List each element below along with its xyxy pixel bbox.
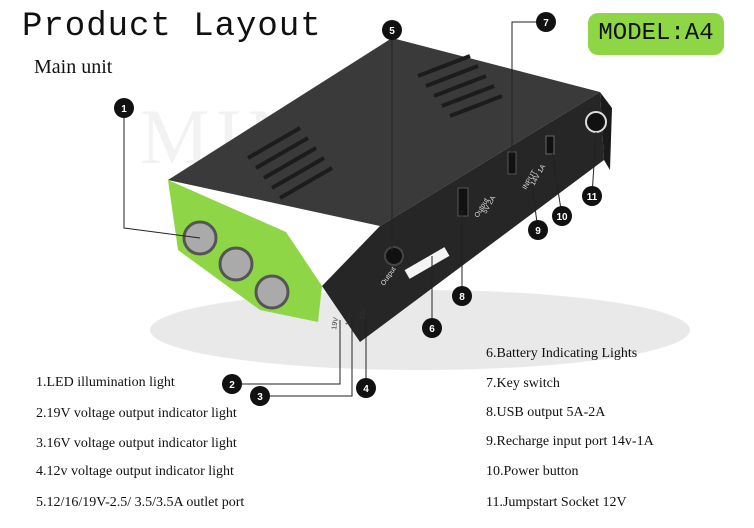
legend-item-6: 6.Battery Indicating Lights: [486, 346, 638, 361]
legend-item-9: 9.Recharge input port 14v-1A: [486, 434, 654, 449]
callout-6: 6: [422, 318, 442, 338]
svg-text:2: 2: [229, 380, 235, 391]
callout-4: 4: [356, 378, 376, 398]
led-2: [218, 246, 254, 282]
led-3: [254, 274, 290, 310]
legend-item-4: 4.12v voltage output indicator light: [36, 464, 234, 479]
v16-label: 16V: [345, 313, 354, 327]
legend-item-8: 8.USB output 5A-2A: [486, 405, 606, 420]
vent-grille: [247, 54, 503, 200]
power-button[interactable]: [545, 135, 555, 155]
jumpstart-socket[interactable]: [585, 111, 607, 133]
leader-lines: [123, 21, 597, 397]
svg-text:11: 11: [587, 192, 598, 203]
callout-10: 10: [552, 206, 572, 226]
model-badge: MODEL:A4: [588, 13, 724, 55]
svg-text:8: 8: [459, 292, 465, 303]
callout-5: 5: [382, 20, 402, 40]
callout-11: 11: [582, 186, 602, 206]
device-right-end: [600, 92, 612, 170]
page-subtitle: Main unit: [34, 56, 113, 78]
svg-text:7: 7: [543, 18, 549, 29]
callout-9: 9: [528, 220, 548, 240]
legend-item-3: 3.16V voltage output indicator light: [36, 436, 237, 451]
svg-text:10: 10: [556, 212, 568, 223]
page-title: Product Layout: [22, 8, 322, 46]
legend-item-10: 10.Power button: [486, 464, 579, 479]
svg-text:6: 6: [429, 324, 435, 335]
legend-item-1: 1.LED illumination light: [36, 375, 175, 390]
usb-port[interactable]: [457, 187, 469, 217]
callout-1: 1: [114, 98, 134, 118]
svg-text:5: 5: [389, 26, 395, 37]
legend-item-5: 5.12/16/19V-2.5/ 3.5/3.5A outlet port: [36, 495, 245, 510]
svg-text:1: 1: [121, 104, 127, 115]
device-front-face: [322, 92, 604, 342]
callout-8: 8: [452, 286, 472, 306]
legend-item-11: 11.Jumpstart Socket 12V: [486, 495, 627, 510]
outlet-port[interactable]: [384, 246, 404, 266]
legend-item-2: 2.19V voltage output indicator light: [36, 406, 237, 421]
battery-indicator-panel: [404, 247, 450, 279]
v12-label: 12V: [359, 307, 368, 321]
led-lights: [182, 220, 290, 310]
svg-text:4: 4: [363, 384, 369, 395]
v19-label: 19V: [331, 317, 340, 331]
callout-2: 2: [222, 374, 242, 394]
callout-3: 3: [250, 386, 270, 406]
svg-text:3: 3: [257, 392, 263, 403]
svg-text:9: 9: [535, 226, 541, 237]
callout-7: 7: [536, 12, 556, 32]
legend-item-7: 7.Key switch: [486, 376, 560, 391]
